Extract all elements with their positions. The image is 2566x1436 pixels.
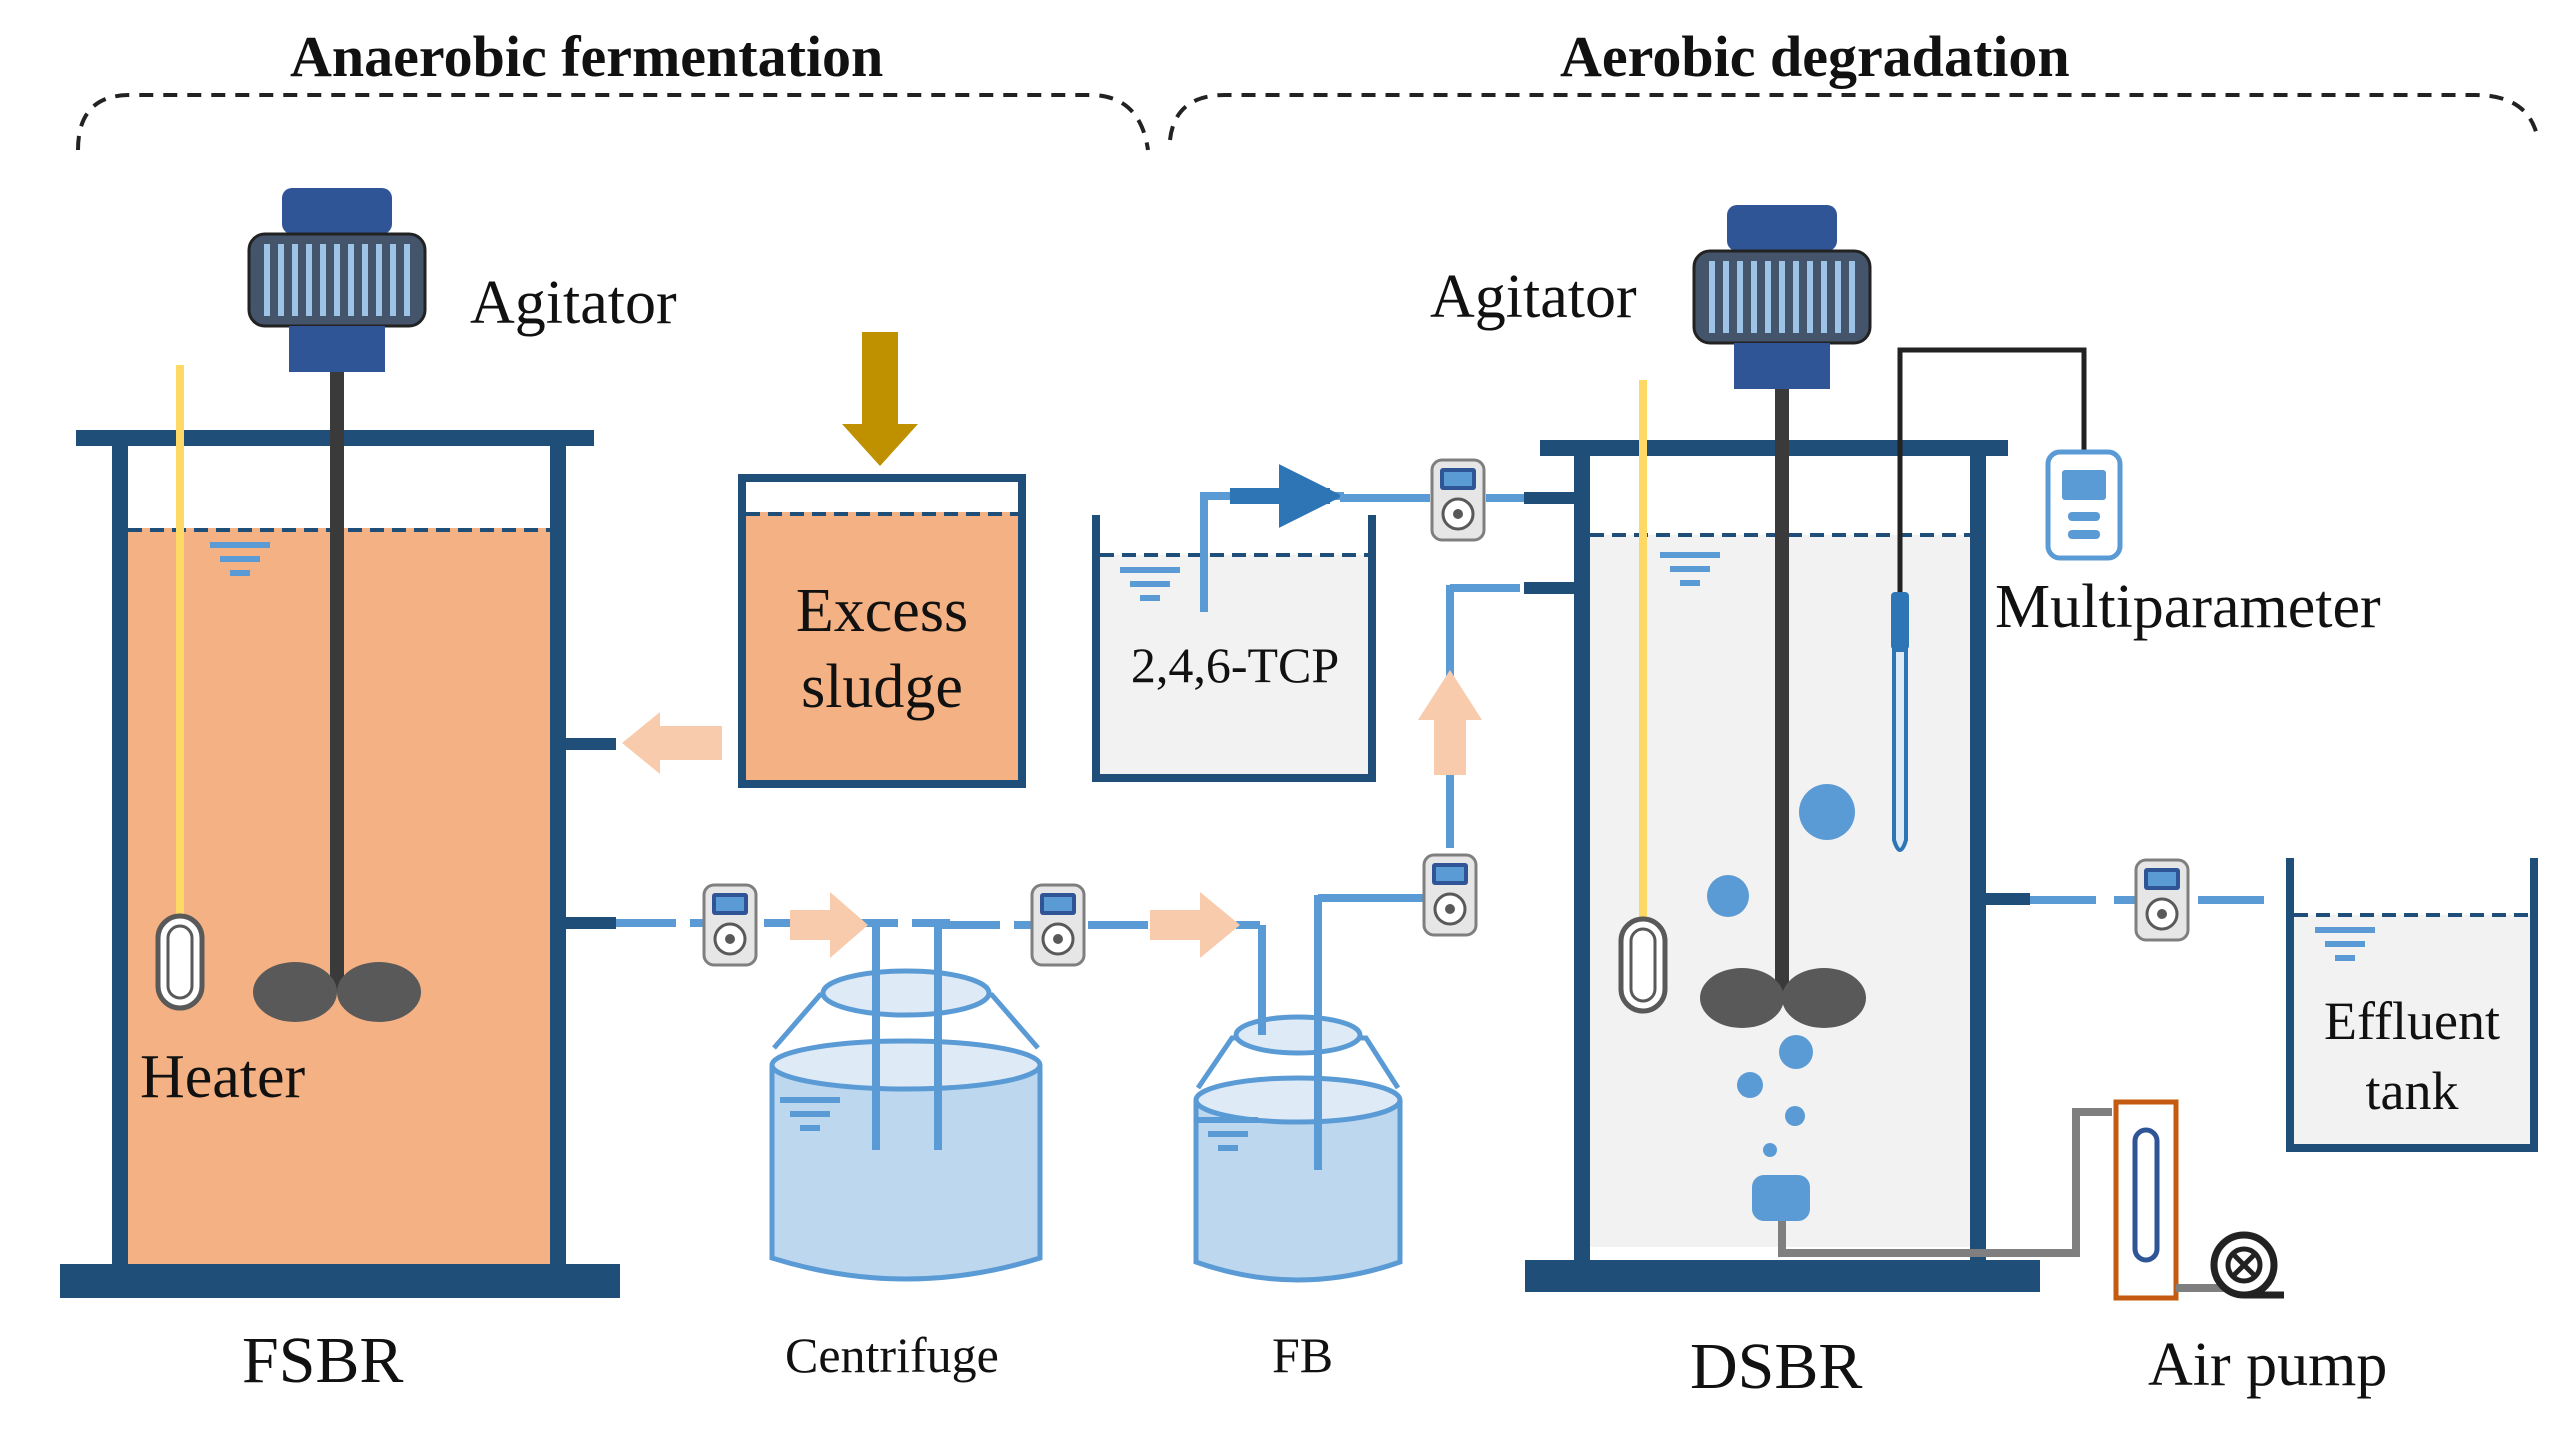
peristaltic-pump-icon — [1030, 883, 1086, 967]
air-line — [1778, 1108, 2112, 1257]
excess-sludge-label-1: Excess — [795, 577, 969, 645]
centrifuge-label: Centrifuge — [785, 1327, 999, 1383]
anaerobic-brace — [76, 93, 1150, 151]
peristaltic-pump-icon — [702, 883, 758, 967]
sludge-feed-arrow — [842, 332, 918, 466]
excess-sludge-tank — [738, 474, 1026, 788]
tcp-label: 2,4,6-TCP — [1130, 637, 1340, 693]
effluent-label-2: tank — [2365, 1061, 2459, 1121]
flow-arrow — [790, 892, 868, 958]
effluent-tank — [2286, 858, 2538, 1152]
flow-arrow — [1150, 892, 1240, 958]
multiparameter-meter-icon — [2045, 449, 2123, 561]
fsbr-label: FSBR — [242, 1324, 404, 1397]
agitator-shaft — [330, 372, 344, 992]
dsbr-label: DSBR — [1690, 1330, 1863, 1403]
centrifuge-vessel — [769, 925, 1043, 1282]
agitator-left-label: Agitator — [470, 269, 677, 337]
agitator-paddle — [253, 962, 421, 1022]
anaerobic-header: Anaerobic fermentation — [290, 24, 884, 89]
tcp-tank — [1092, 515, 1376, 782]
peristaltic-pump-icon — [2134, 858, 2190, 942]
aerobic-header: Aerobic degradation — [1560, 24, 2070, 89]
bubble-icon — [1707, 784, 1855, 1157]
flowmeter-icon — [2113, 1099, 2179, 1301]
fb-label: FB — [1272, 1327, 1334, 1383]
air-pump-icon — [2210, 1231, 2284, 1299]
heater-label: Heater — [140, 1043, 306, 1111]
agitator-right-label: Agitator — [1430, 263, 1637, 331]
upflow-arrow — [1418, 670, 1482, 775]
peristaltic-pump-icon — [1422, 853, 1478, 937]
multiparameter-label: Multiparameter — [1995, 573, 2381, 641]
heater-icon — [1621, 919, 1665, 1011]
fb-vessel — [1193, 895, 1403, 1283]
agitator-motor-icon — [249, 188, 425, 372]
agitator-shaft — [1775, 389, 1789, 999]
probe-head — [1891, 592, 1909, 650]
agitator-paddle — [1700, 968, 1866, 1028]
agitator-motor-icon — [1694, 205, 1870, 389]
multiparameter-probe — [1892, 648, 1908, 852]
air-pump-label: Air pump — [2148, 1331, 2388, 1399]
aerobic-brace — [1168, 93, 2540, 141]
probe-cable — [1897, 347, 2087, 600]
heater-icon — [158, 916, 202, 1008]
excess-sludge-label-2: sludge — [801, 653, 963, 721]
sludge-to-fsbr-arrow — [622, 712, 722, 774]
air-diffuser — [1752, 1175, 1810, 1221]
effluent-label-1: Effluent — [2324, 991, 2500, 1051]
peristaltic-pump-icon — [1430, 458, 1486, 542]
